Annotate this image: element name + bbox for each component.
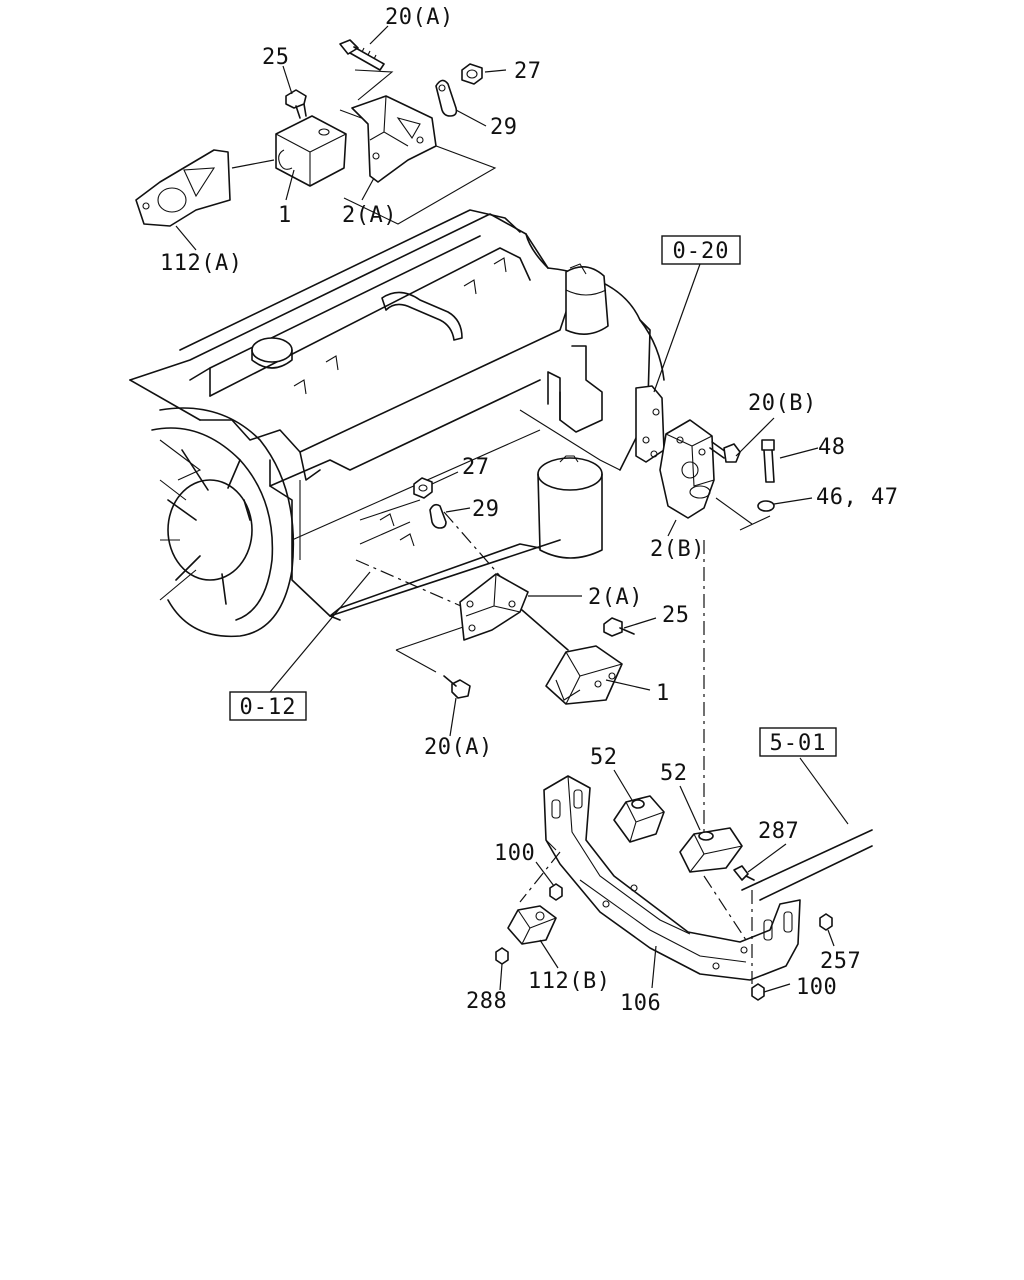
ref-0-12-text: 0-12 [240,695,297,720]
top-exploded-group [135,25,507,251]
label-287: 287 [758,819,799,844]
bracket-2a-top-icon [351,95,437,183]
ref-0-20-text: 0-20 [673,239,730,264]
nut-27-mid-icon [413,477,433,499]
ref-box-0-12[interactable]: 0-12 [229,691,307,721]
engine-mount-1-top-icon [275,115,347,187]
ref-5-01-text: 5-01 [770,731,827,756]
label-20a-mid: 20(A) [424,735,493,760]
bracket-2b-icon [659,419,715,519]
nut-288-icon [495,947,509,965]
label-25-mid: 25 [662,603,690,628]
label-52-right: 52 [660,761,688,786]
nut-27-top-icon [461,63,483,85]
bolt-48-icon [761,439,775,483]
bracket-2a-mid-icon [459,573,529,641]
ref-box-5-01[interactable]: 5-01 [759,727,837,757]
label-1-top: 1 [278,203,292,228]
bolt-20b-icon [709,441,741,463]
label-2b: 2(B) [650,537,705,562]
nut-100-left-icon [549,883,563,901]
middle-exploded-group [269,471,657,737]
cooling-fan-icon [151,407,295,638]
washer-46-47-icon [757,500,775,512]
nut-257-icon [819,913,833,931]
bolt-20a-top-icon [339,39,385,71]
label-100-left: 100 [494,841,535,866]
clip-29-mid-icon [429,503,447,529]
label-20a-top: 20(A) [385,5,454,30]
clip-29-top-icon [435,79,458,117]
right-bracket-group [653,263,819,832]
label-46-47: 46, 47 [816,485,898,510]
label-1-mid: 1 [656,681,670,706]
bolt-287-icon [733,865,755,881]
label-48: 48 [818,435,846,460]
label-257: 257 [820,949,861,974]
bracket-112a-icon [135,149,231,227]
crossmember-106-icon [543,775,801,981]
part-labels: 20(A) 25 27 29 1 2(A) 112(A) 20(B) 48 46… [160,5,898,1016]
label-20b: 20(B) [748,391,817,416]
cushion-52-left-icon [613,795,665,843]
bolt-25-mid-icon [603,617,635,637]
bolt-25-top-icon [285,89,307,119]
label-29-mid: 29 [472,497,500,522]
label-27-mid: 27 [462,455,490,480]
label-288: 288 [466,989,507,1014]
label-106: 106 [620,991,661,1016]
nut-100-right-icon [751,983,765,1001]
ref-box-0-20[interactable]: 0-20 [661,235,741,265]
air-canister-icon [565,263,609,335]
crossmember-group [495,757,873,1001]
oil-filter-icon [537,455,603,559]
label-29-top: 29 [490,115,518,140]
engine-block-drawing [129,209,665,621]
engine-mount-1-mid-icon [545,645,623,705]
label-25-top: 25 [262,45,290,70]
label-2a-mid: 2(A) [588,585,643,610]
label-112b: 112(B) [528,969,610,994]
label-27-top: 27 [514,59,542,84]
bolt-20a-mid-icon [443,675,471,699]
cushion-52-right-icon [679,827,743,873]
label-112a: 112(A) [160,251,242,276]
label-2a-top: 2(A) [342,203,397,228]
bracket-112b-icon [507,905,557,945]
label-52-left: 52 [590,745,618,770]
label-100-right: 100 [796,975,837,1000]
